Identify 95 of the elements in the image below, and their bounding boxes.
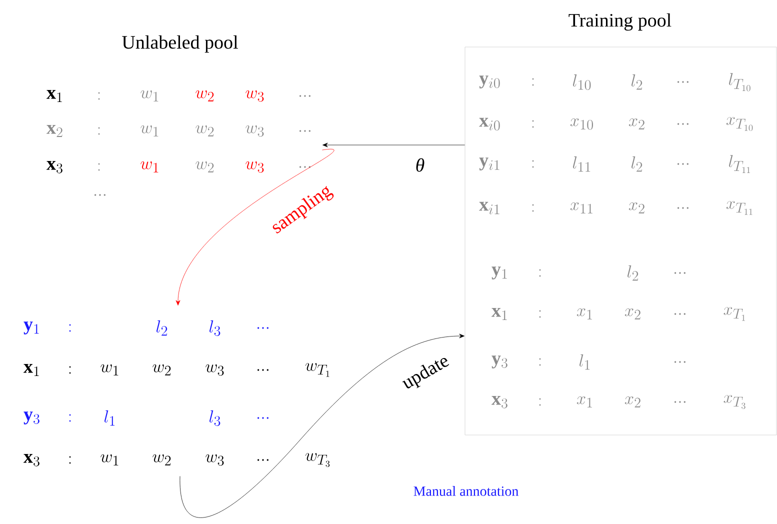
edge-label: θ	[414, 157, 426, 173]
matrix-entry: $\mathbf{x}_3$	[24, 454, 40, 466]
matrix-entry: $l_{10}$	[572, 74, 591, 90]
matrix-entry: $w_2$	[152, 364, 171, 376]
matrix-entry: $x_{10}$	[570, 118, 593, 130]
matrix-entry: $:$	[69, 414, 71, 422]
matrix-entry: $w_{T_3}$	[305, 453, 330, 467]
matrix-entry: $w_2$	[196, 125, 214, 136]
matrix-entry: $w_1$	[100, 454, 118, 466]
matrix-entry: $x_2$	[628, 202, 644, 214]
matrix-entry: $w_3$	[206, 364, 224, 376]
matrix-entry: $\mathbf{y}_3$	[24, 412, 40, 424]
matrix-entry: $x_{T_1}$	[724, 307, 746, 321]
matrix-entry: $w_2$	[196, 161, 214, 172]
matrix-entry: $...$	[674, 401, 686, 403]
matrix-entry: $l_2$	[632, 156, 642, 172]
matrix-entry: $...$	[299, 130, 310, 132]
matrix-entry: $l_{T_{10}}$	[729, 72, 750, 92]
matrix-entry: $l_2$	[628, 265, 638, 281]
matrix-entry: $l_{T_{11}}$	[729, 154, 750, 174]
matrix-entry: $\mathbf{x}_3$	[46, 160, 62, 174]
matrix-entry: $w_1$	[100, 364, 118, 376]
matrix-entry: $\mathbf{x}_1$	[492, 308, 507, 320]
matrix-entry: $w_2$	[196, 90, 214, 102]
matrix-entry: $...$	[674, 361, 686, 363]
matrix-entry: $...$	[257, 369, 268, 371]
matrix-entry: $:$	[539, 310, 541, 318]
matrix-entry: $...$	[674, 272, 686, 274]
matrix-entry: $\mathbf{y}_{i1}$	[479, 158, 500, 170]
matrix-entry: $...$	[299, 95, 310, 97]
matrix-entry: $:$	[69, 456, 71, 464]
arrow	[176, 149, 334, 306]
matrix-entry: $\mathbf{x}_{i0}$	[479, 118, 500, 130]
matrix-entry: $...$	[299, 166, 310, 168]
matrix-entry: $:$	[532, 78, 534, 86]
matrix-entry: $:$	[532, 160, 534, 168]
matrix-entry: $:$	[98, 127, 100, 135]
matrix-entry: $x_{T_3}$	[724, 395, 746, 409]
matrix-entry: $...$	[257, 417, 268, 419]
matrix-entry: $w_1$	[140, 161, 158, 172]
matrix-entry: $:$	[539, 398, 541, 406]
matrix-entry: $w_{T_1}$	[305, 363, 330, 377]
matrix-entry: $w_1$	[140, 125, 158, 136]
matrix-entry: $:$	[69, 324, 71, 332]
matrix-entry: $...$	[257, 459, 268, 461]
matrix-entry: $\mathbf{y}_1$	[492, 266, 507, 280]
pool-title: Unlabeled pool	[122, 35, 238, 53]
matrix-entry: $...$	[677, 123, 688, 125]
matrix-entry: $x_2$	[628, 118, 644, 130]
matrix-entry: $:$	[532, 204, 534, 212]
matrix-entry: $x_1$	[576, 396, 592, 408]
matrix-entry: $\mathbf{x}_3$	[492, 396, 508, 408]
matrix-entry: $l_3$	[210, 320, 220, 336]
matrix-entry: $x_1$	[576, 308, 592, 320]
matrix-entry: $w_3$	[246, 125, 264, 137]
matrix-entry: $x_2$	[624, 308, 640, 320]
matrix-entry: $\mathbf{x}_1$	[46, 90, 62, 102]
matrix-entry: $l_1$	[580, 354, 590, 370]
matrix-entry: $\mathbf{y}_{i0}$	[479, 76, 500, 88]
matrix-entry: $:$	[98, 92, 100, 100]
matrix-entry: $...$	[677, 207, 688, 209]
matrix-entry: $x_{11}$	[570, 202, 592, 214]
annotation-caption: Manual annotation	[414, 486, 518, 496]
matrix-entry: $\mathbf{x}_1$	[24, 364, 39, 376]
matrix-entry: $...$	[677, 163, 688, 165]
matrix-entry: $x_{T_{11}}$	[726, 201, 752, 215]
matrix-entry: $:$	[532, 120, 534, 128]
arrow	[180, 334, 464, 518]
matrix-entry: $...$	[677, 81, 688, 83]
matrix-entry: $\mathbf{y}_3$	[492, 356, 508, 368]
matrix-entry: $w_2$	[152, 454, 171, 466]
matrix-entry: $l_{11}$	[572, 156, 590, 172]
matrix-entry: $l_2$	[156, 320, 168, 336]
matrix-entry: $...$	[94, 194, 106, 196]
matrix-entry: $w_3$	[246, 90, 264, 102]
matrix-entry: $...$	[257, 327, 268, 329]
edge-label: update	[398, 352, 454, 394]
matrix-entry: $l_1$	[104, 410, 115, 426]
matrix-entry: $:$	[539, 358, 541, 366]
matrix-entry: $\mathbf{x}_2$	[46, 124, 62, 138]
matrix-entry: $:$	[539, 269, 541, 277]
matrix-entry: $w_1$	[140, 90, 158, 102]
matrix-entry: $w_3$	[246, 161, 264, 173]
arrow	[322, 142, 465, 148]
matrix-entry: $:$	[69, 366, 71, 374]
matrix-entry: $\mathbf{y}_1$	[24, 322, 39, 334]
matrix-entry: $w_3$	[206, 454, 224, 466]
matrix-entry: $\mathbf{x}_{i1}$	[479, 202, 500, 214]
matrix-entry: $x_{T_{10}}$	[726, 117, 753, 131]
matrix-entry: $l_2$	[632, 74, 642, 90]
matrix-entry: $:$	[98, 163, 100, 171]
matrix-entry: $...$	[674, 313, 686, 315]
matrix-entry: $l_3$	[210, 410, 220, 426]
pool-title: Training pool	[568, 13, 672, 31]
matrix-entry: $x_2$	[624, 396, 640, 408]
